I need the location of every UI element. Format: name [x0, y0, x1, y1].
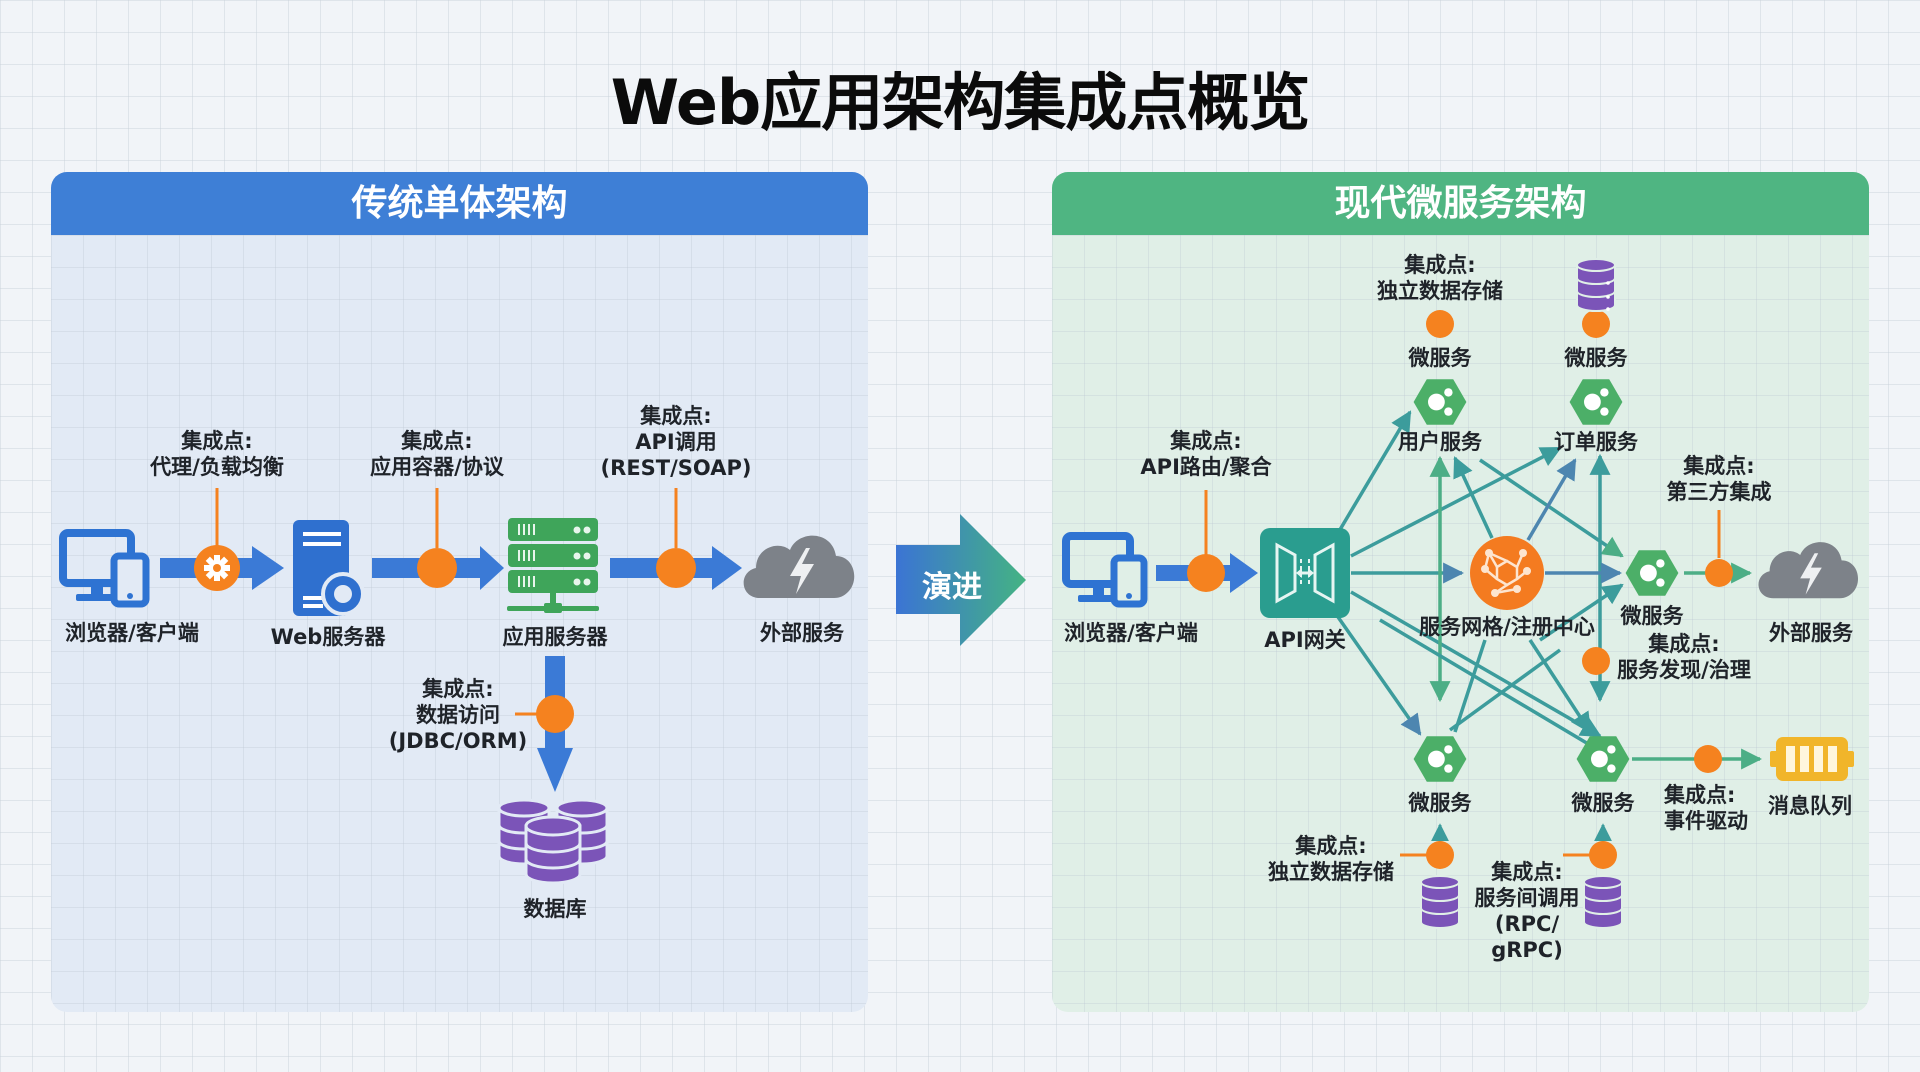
integration-label-third-party: 集成点: 第三方集成: [1666, 454, 1772, 504]
integration-label-rpc: 集成点: 服务间调用 (RPC/ gRPC): [1474, 860, 1580, 962]
node-label-api-gateway: API网关: [1264, 628, 1346, 652]
evolution-label: 演进: [922, 570, 982, 605]
integration-label-api-routing: 集成点: API路由/聚合: [1140, 429, 1272, 479]
node-label-bottom-left-microservice: 微服务: [1408, 791, 1472, 815]
node-label-external: 外部服务: [1769, 621, 1853, 645]
node-label-app-server: 应用服务器: [502, 625, 608, 649]
node-label-service-mesh: 服务网格/注册中心: [1419, 615, 1595, 639]
app-server-icon: [507, 518, 599, 613]
integration-point-dot[interactable]: [1705, 559, 1733, 587]
integration-point-dot[interactable]: [1582, 647, 1610, 675]
user-service-hex-icon[interactable]: [1413, 379, 1467, 425]
database-icon: [1420, 875, 1460, 929]
evolution-arrow: [896, 514, 1026, 646]
microservices-panel-body: [1052, 235, 1869, 1012]
client-device-icon: [1062, 532, 1148, 608]
client-device-icon: [59, 529, 150, 608]
integration-point-dot[interactable]: [1694, 745, 1722, 773]
external-cloud-icon: [1758, 542, 1859, 599]
order-service-hex-icon[interactable]: [1569, 379, 1623, 425]
gear-integration-icon[interactable]: [194, 545, 240, 591]
node-label-web-server: Web服务器: [270, 625, 386, 649]
database-icon: [1583, 875, 1623, 929]
service-mesh-connections: [1336, 410, 1624, 747]
node-label-user-service: 用户服务: [1398, 430, 1482, 454]
page-title: Web应用架构集成点概览: [610, 66, 1311, 139]
external-cloud-icon: [743, 535, 855, 598]
integration-point-dot[interactable]: [1582, 310, 1610, 338]
node-label-order-service: 订单服务: [1554, 430, 1638, 454]
microservice-hex-icon[interactable]: [1625, 550, 1679, 596]
integration-point-dot[interactable]: [1426, 310, 1454, 338]
node-label-database: 数据库: [523, 897, 587, 921]
service-mesh-icon[interactable]: [1470, 536, 1544, 610]
integration-point-dot[interactable]: [1589, 841, 1617, 869]
node-label-client: 浏览器/客户端: [65, 621, 199, 645]
monolith-panel-body: [51, 235, 868, 1012]
database-icon: [497, 798, 609, 885]
integration-label-service-discovery: 集成点: 服务发现/治理: [1617, 632, 1751, 682]
integration-label-api-call: 集成点: API调用 (REST/SOAP): [600, 404, 752, 480]
node-label-external: 外部服务: [760, 621, 844, 645]
integration-label-event-driven: 集成点: 事件驱动: [1664, 783, 1748, 833]
node-label-client: 浏览器/客户端: [1064, 621, 1198, 645]
integration-point-dot[interactable]: [656, 548, 696, 588]
integration-label-load-balancer: 集成点: 代理/负载均衡: [150, 429, 284, 479]
integration-label-independent-storage-bottom: 集成点: 独立数据存储: [1268, 834, 1394, 884]
integration-point-dot[interactable]: [1426, 841, 1454, 869]
microservice-hex-icon[interactable]: [1413, 736, 1467, 782]
node-label-bottom-right-microservice: 微服务: [1571, 791, 1635, 815]
message-queue-icon: [1770, 737, 1854, 781]
node-label-user-service-type: 微服务: [1408, 346, 1472, 370]
node-label-message-queue: 消息队列: [1768, 794, 1852, 818]
integration-point-dot[interactable]: [536, 695, 574, 733]
integration-point-dot[interactable]: [417, 548, 457, 588]
integration-label-independent-storage-top: 集成点: 独立数据存储: [1377, 253, 1503, 303]
database-icon: [1576, 258, 1616, 312]
microservices-panel: 现代微服务架构: [1052, 172, 1869, 1012]
node-label-right-microservice: 微服务: [1620, 604, 1684, 628]
integration-point-dot[interactable]: [1187, 554, 1225, 592]
api-gateway-icon[interactable]: [1260, 528, 1350, 618]
microservices-panel-header: 现代微服务架构: [1052, 172, 1869, 235]
monolith-panel-header: 传统单体架构: [51, 172, 868, 235]
node-label-order-service-type: 微服务: [1564, 346, 1628, 370]
microservice-hex-icon[interactable]: [1576, 736, 1630, 782]
web-server-icon: [293, 520, 365, 616]
monolith-panel: 传统单体架构: [51, 172, 868, 1012]
integration-label-app-container: 集成点: 应用容器/协议: [370, 429, 504, 479]
integration-label-data-access: 集成点: 数据访问 (JDBC/ORM): [388, 677, 528, 753]
